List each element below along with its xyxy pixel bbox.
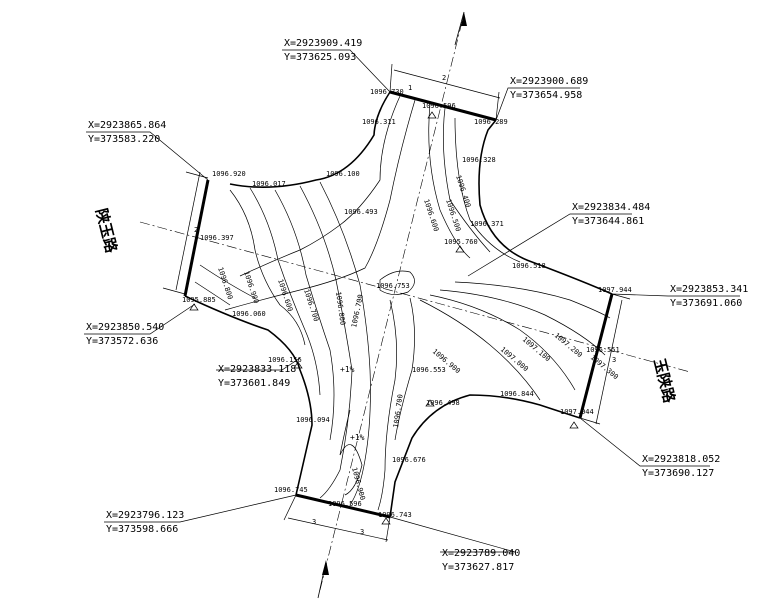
road-name-east: 玉陕路 bbox=[650, 357, 679, 406]
coord-top-left: X=2923909.419 Y=373625.093 bbox=[284, 38, 362, 63]
svg-text:Y=373654.958: Y=373654.958 bbox=[510, 90, 582, 101]
svg-text:1095.760: 1095.760 bbox=[444, 238, 478, 246]
dim-mark: 1 bbox=[408, 84, 412, 92]
svg-text:1096.518: 1096.518 bbox=[512, 262, 546, 270]
svg-text:X=2923789.040: X=2923789.040 bbox=[442, 548, 520, 559]
svg-text:1096.844: 1096.844 bbox=[500, 390, 534, 398]
svg-text:1096.753: 1096.753 bbox=[376, 282, 410, 290]
svg-text:1096.060: 1096.060 bbox=[232, 310, 266, 318]
svg-text:1096.156: 1096.156 bbox=[268, 356, 302, 364]
slope-label: +1% bbox=[350, 433, 365, 442]
dim-mark: 2 bbox=[442, 74, 446, 82]
elevation-markers bbox=[189, 111, 579, 525]
svg-text:1097.000: 1097.000 bbox=[499, 345, 530, 373]
svg-text:1096.551: 1096.551 bbox=[586, 346, 620, 354]
svg-text:Y=373598.666: Y=373598.666 bbox=[106, 524, 178, 535]
svg-text:X=2923818.052: X=2923818.052 bbox=[642, 454, 720, 465]
svg-text:Y=373625.093: Y=373625.093 bbox=[284, 52, 356, 63]
svg-text:1096.493: 1096.493 bbox=[344, 208, 378, 216]
svg-text:X=2923833.118: X=2923833.118 bbox=[218, 364, 296, 375]
svg-text:1096.017: 1096.017 bbox=[252, 180, 286, 188]
svg-text:X=2923834.484: X=2923834.484 bbox=[572, 202, 650, 213]
coord-left-inner: X=2923833.118 Y=373601.849 bbox=[218, 364, 296, 389]
north-edge bbox=[389, 90, 497, 122]
coord-bottom-right: X=2923789.040 Y=373627.817 bbox=[442, 548, 520, 573]
coord-top-right: X=2923900.689 Y=373654.958 bbox=[510, 76, 588, 101]
svg-text:X=2923850.540: X=2923850.540 bbox=[86, 322, 164, 333]
slope-label: +1% bbox=[340, 365, 355, 374]
svg-text:Y=373691.060: Y=373691.060 bbox=[670, 298, 742, 309]
coord-left-bottom: X=2923850.540 Y=373572.636 bbox=[86, 322, 164, 347]
dimension-lines bbox=[162, 63, 631, 543]
south-arrow-icon bbox=[317, 560, 329, 599]
svg-text:1096.311: 1096.311 bbox=[362, 118, 396, 126]
svg-text:1096.596: 1096.596 bbox=[422, 102, 456, 110]
svg-text:1096.328: 1096.328 bbox=[462, 156, 496, 164]
svg-text:1096.900: 1096.900 bbox=[350, 466, 366, 501]
dim-mark: 3 bbox=[612, 356, 616, 364]
dim-mark: 3 bbox=[360, 528, 364, 536]
svg-text:1096.596: 1096.596 bbox=[328, 500, 362, 508]
svg-text:Y=373627.817: Y=373627.817 bbox=[442, 562, 514, 573]
dim-mark: 3 bbox=[312, 518, 316, 526]
leader-lines bbox=[84, 49, 740, 553]
svg-text:Y=373572.636: Y=373572.636 bbox=[86, 336, 158, 347]
svg-text:Y=373583.220: Y=373583.220 bbox=[88, 134, 160, 145]
svg-text:X=2923865.864: X=2923865.864 bbox=[88, 120, 166, 131]
coord-bottom-left: X=2923796.123 Y=373598.666 bbox=[106, 510, 184, 535]
spot-elevations: 1096.730 1096.596 1096.289 1096.311 1096… bbox=[182, 88, 632, 519]
svg-text:X=2923909.419: X=2923909.419 bbox=[284, 38, 362, 49]
east-edge bbox=[578, 293, 614, 419]
svg-text:1097.100: 1097.100 bbox=[521, 335, 552, 363]
svg-text:1096.094: 1096.094 bbox=[296, 416, 330, 424]
svg-text:1096.700: 1096.700 bbox=[350, 294, 365, 329]
contour-lines bbox=[194, 95, 611, 511]
ns-centerline bbox=[319, 21, 463, 591]
south-edge bbox=[295, 493, 391, 519]
curb-ne bbox=[478, 119, 613, 295]
road-name-west: 陕玉路 bbox=[92, 207, 121, 256]
svg-text:1096.730: 1096.730 bbox=[370, 88, 404, 96]
svg-text:X=2923900.689: X=2923900.689 bbox=[510, 76, 588, 87]
svg-text:1096.397: 1096.397 bbox=[200, 234, 234, 242]
svg-text:1096.800: 1096.800 bbox=[216, 266, 234, 301]
coord-right-bottom: X=2923818.052 Y=373690.127 bbox=[642, 454, 720, 479]
svg-text:1095.885: 1095.885 bbox=[182, 296, 216, 304]
svg-text:X=2923796.123: X=2923796.123 bbox=[106, 510, 184, 521]
svg-text:1097.944: 1097.944 bbox=[598, 286, 632, 294]
curb-sw bbox=[184, 295, 313, 496]
svg-text:1096.600: 1096.600 bbox=[422, 198, 440, 233]
svg-text:1096.900: 1096.900 bbox=[242, 270, 260, 305]
svg-text:Y=373601.849: Y=373601.849 bbox=[218, 378, 290, 389]
svg-text:Y=373644.861: Y=373644.861 bbox=[572, 216, 644, 227]
svg-text:1096.800: 1096.800 bbox=[334, 291, 347, 326]
west-edge bbox=[183, 179, 210, 297]
svg-text:1096.498: 1096.498 bbox=[426, 399, 460, 407]
svg-text:1096.289: 1096.289 bbox=[474, 118, 508, 126]
svg-text:1096.920: 1096.920 bbox=[212, 170, 246, 178]
svg-text:1096.743: 1096.743 bbox=[378, 511, 412, 519]
svg-text:X=2923853.341: X=2923853.341 bbox=[670, 284, 748, 295]
svg-text:1096.700: 1096.700 bbox=[302, 288, 320, 323]
dim-mark: 2 bbox=[194, 226, 198, 234]
svg-text:Y=373690.127: Y=373690.127 bbox=[642, 468, 714, 479]
svg-text:1096.400: 1096.400 bbox=[454, 174, 472, 209]
svg-text:1096.745: 1096.745 bbox=[274, 486, 308, 494]
svg-text:1096.500: 1096.500 bbox=[444, 198, 462, 233]
coord-right-top: X=2923853.341 Y=373691.060 bbox=[670, 284, 748, 309]
svg-text:1097.044: 1097.044 bbox=[560, 408, 594, 416]
svg-text:1096.700: 1096.700 bbox=[392, 394, 405, 429]
coord-left-top: X=2923865.864 Y=373583.220 bbox=[88, 120, 166, 145]
svg-text:1096.371: 1096.371 bbox=[470, 220, 504, 228]
curb-se bbox=[389, 394, 581, 518]
svg-text:1096.100: 1096.100 bbox=[326, 170, 360, 178]
svg-text:1097.200: 1097.200 bbox=[553, 331, 584, 359]
svg-text:1096.676: 1096.676 bbox=[392, 456, 426, 464]
north-arrow-icon bbox=[454, 11, 467, 46]
curb-nw bbox=[229, 91, 391, 188]
coord-right-upper: X=2923834.484 Y=373644.861 bbox=[572, 202, 650, 227]
svg-text:1096.553: 1096.553 bbox=[412, 366, 446, 374]
